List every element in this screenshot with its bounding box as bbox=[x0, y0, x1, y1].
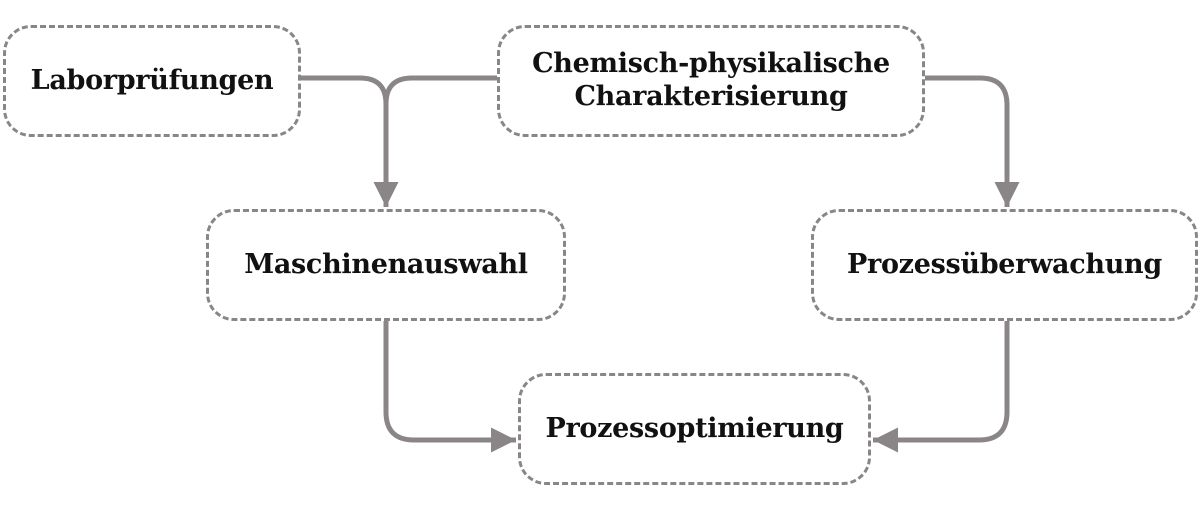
node-prozessoptimierung-label: Prozessoptimierung bbox=[545, 412, 844, 444]
edge-maschinenauswahl-to-prozessoptimierung bbox=[383, 321, 516, 453]
node-laborpruefungen: Laborprüfungen bbox=[3, 25, 301, 137]
node-charakterisierung-line2: Charakterisierung bbox=[574, 81, 848, 112]
node-charakterisierung-line1: Chemisch-physikalische bbox=[532, 48, 890, 80]
node-laborpruefungen-label: Laborprüfungen bbox=[30, 64, 274, 96]
edge-charakterisierung-to-maschinenauswahl bbox=[383, 75, 497, 105]
edge-prozessueberwachung-to-prozessoptimierung bbox=[873, 321, 1010, 453]
node-prozessueberwachung: Prozessüberwachung bbox=[811, 209, 1198, 321]
node-charakterisierung-text: Chemisch-physikalische Charakterisierung bbox=[532, 48, 890, 114]
node-charakterisierung: Chemisch-physikalische Charakterisierung bbox=[497, 25, 925, 137]
edge-laborpruefungen-to-maschinenauswahl bbox=[301, 75, 399, 207]
node-maschinenauswahl-label: Maschinenauswahl bbox=[244, 248, 528, 280]
node-prozessueberwachung-label: Prozessüberwachung bbox=[847, 248, 1162, 280]
node-prozessoptimierung: Prozessoptimierung bbox=[518, 373, 871, 485]
node-maschinenauswahl: Maschinenauswahl bbox=[206, 209, 566, 321]
edge-charakterisierung-to-prozessueberwachung bbox=[925, 75, 1020, 207]
